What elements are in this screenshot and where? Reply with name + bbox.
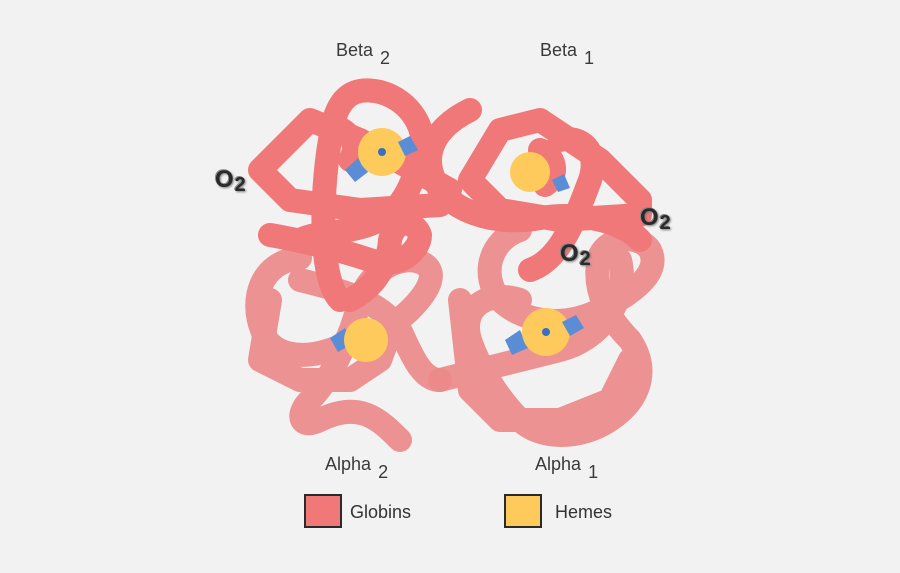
oxygen-subscript: 2 xyxy=(659,212,672,234)
beta2-chain xyxy=(248,78,462,312)
alpha2-label: Alpha 2 xyxy=(325,454,388,482)
beta1-label-name: Beta xyxy=(540,40,578,60)
alpha2-label-name: Alpha xyxy=(325,454,372,474)
beta2-label-name: Beta xyxy=(336,40,374,60)
heme-alpha1 xyxy=(505,308,584,356)
oxygen-label-alpha1: O2 xyxy=(560,240,592,270)
legend-hemes-swatch xyxy=(504,494,542,528)
alpha2-label-sub: 2 xyxy=(378,462,389,482)
beta1-label: Beta 1 xyxy=(540,40,594,68)
heme-alpha2 xyxy=(330,318,388,362)
heme-beta2 xyxy=(345,128,418,182)
beta2-label: Beta 2 xyxy=(336,40,390,68)
beta2-label-sub: 2 xyxy=(380,48,391,68)
oxygen-label-beta1: O2 xyxy=(640,204,672,234)
oxygen-symbol: O xyxy=(640,204,660,231)
beta1-chain xyxy=(418,98,652,282)
legend-globins-swatch xyxy=(304,494,342,528)
oxygen-symbol: O xyxy=(215,166,235,193)
oxygen-subscript: 2 xyxy=(579,248,592,270)
legend-globins-label: Globins xyxy=(350,502,412,522)
alpha1-label: Alpha 1 xyxy=(535,454,598,482)
oxygen-symbol: O xyxy=(560,240,580,267)
beta1-label-sub: 1 xyxy=(584,48,595,68)
alpha1-label-name: Alpha xyxy=(535,454,582,474)
heme-beta1 xyxy=(510,152,570,192)
oxygen-label-beta2: O2 xyxy=(215,166,247,196)
legend-hemes-label: Hemes xyxy=(555,502,613,522)
oxygen-subscript: 2 xyxy=(234,174,247,196)
alpha1-label-sub: 1 xyxy=(588,462,599,482)
